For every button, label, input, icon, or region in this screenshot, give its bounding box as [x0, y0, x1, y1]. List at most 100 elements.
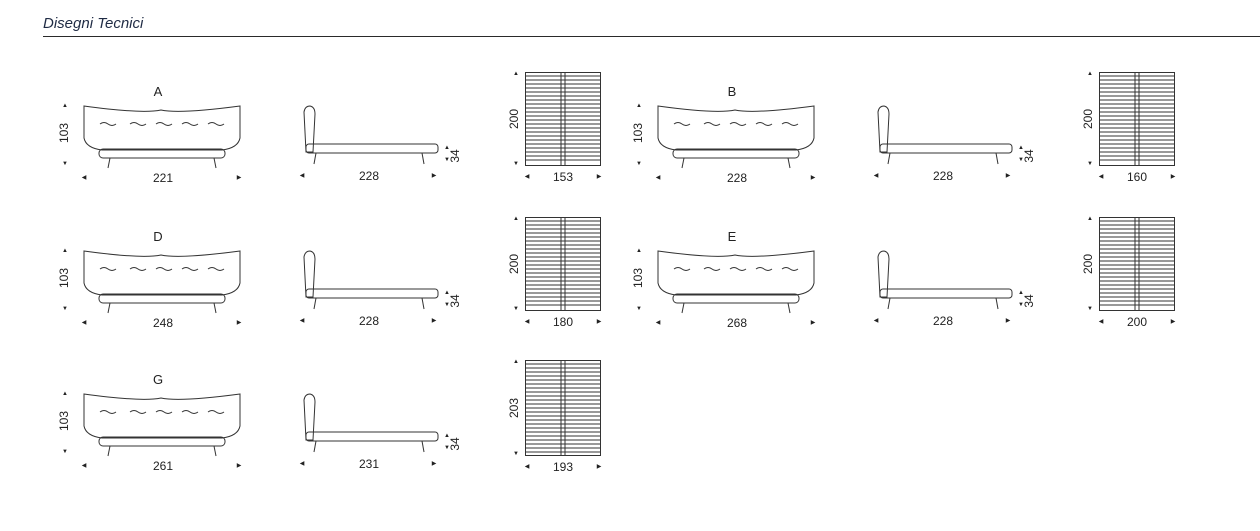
dimension-arrow-icon: ◀	[873, 173, 879, 179]
bed-side-view	[303, 393, 439, 453]
dimension-arrow-icon: ▶	[596, 174, 602, 180]
dimension-arrow-icon: ▶	[810, 320, 816, 326]
slat-height-label: 200	[507, 253, 521, 275]
dimension-arrow-icon: ◀	[1098, 174, 1104, 180]
slat-height-label: 200	[507, 108, 521, 130]
slat-base-plan	[525, 360, 601, 456]
dimension-arrow-icon: ▼	[513, 306, 519, 312]
dimension-arrow-icon: ▶	[1005, 318, 1011, 324]
dimension-arrow-icon: ▶	[431, 461, 437, 467]
dimension-arrow-icon: ▶	[236, 463, 242, 469]
front-height-label: 103	[57, 122, 71, 144]
front-height-label: 103	[57, 410, 71, 432]
dimension-arrow-icon: ▲	[62, 103, 68, 109]
dimension-arrow-icon: ◀	[299, 318, 305, 324]
side-length-label: 228	[932, 169, 954, 183]
slat-base-plan	[1099, 217, 1175, 311]
dimension-arrow-icon: ▲	[636, 103, 642, 109]
dimension-arrow-icon: ▲	[1087, 71, 1093, 77]
bed-front-view	[83, 105, 241, 169]
slat-width-label: 153	[552, 170, 574, 184]
slat-base-plan	[1099, 72, 1175, 166]
dimension-arrow-icon: ▲	[62, 391, 68, 397]
dimension-arrow-icon: ▶	[1170, 174, 1176, 180]
dimension-arrow-icon: ▶	[810, 175, 816, 181]
dimension-arrow-icon: ▲	[444, 433, 450, 439]
front-height-label: 103	[631, 267, 645, 289]
dimension-arrow-icon: ◀	[655, 320, 661, 326]
dimension-arrow-icon: ▲	[513, 216, 519, 222]
dimension-arrow-icon: ▼	[636, 161, 642, 167]
dimension-arrow-icon: ▶	[1170, 319, 1176, 325]
dimension-arrow-icon: ▼	[62, 449, 68, 455]
model-letter: A	[153, 84, 163, 99]
slat-width-label: 180	[552, 315, 574, 329]
dimension-arrow-icon: ▼	[62, 306, 68, 312]
side-length-label: 228	[358, 169, 380, 183]
bed-side-view	[303, 105, 439, 165]
front-width-label: 268	[726, 316, 748, 330]
front-width-label: 261	[152, 459, 174, 473]
dimension-arrow-icon: ◀	[299, 173, 305, 179]
side-length-label: 231	[358, 457, 380, 471]
front-width-label: 228	[726, 171, 748, 185]
dimension-arrow-icon: ▲	[636, 248, 642, 254]
bed-front-view	[657, 250, 815, 314]
dimension-arrow-icon: ◀	[299, 461, 305, 467]
dimension-arrow-icon: ▼	[513, 161, 519, 167]
dimension-arrow-icon: ▲	[513, 359, 519, 365]
dimension-arrow-icon: ▲	[444, 290, 450, 296]
side-height-label: 34	[1022, 294, 1036, 308]
dimension-arrow-icon: ▼	[444, 445, 450, 451]
dimension-arrow-icon: ▶	[236, 320, 242, 326]
bed-front-view	[83, 393, 241, 457]
dimension-arrow-icon: ▼	[513, 451, 519, 457]
dimension-arrow-icon: ▼	[444, 302, 450, 308]
dimension-arrow-icon: ◀	[873, 318, 879, 324]
front-height-label: 103	[57, 267, 71, 289]
dimension-arrow-icon: ◀	[81, 463, 87, 469]
dimension-arrow-icon: ▼	[1018, 157, 1024, 163]
slat-height-label: 200	[1081, 253, 1095, 275]
page-title: Disegni Tecnici	[43, 15, 144, 32]
slat-width-label: 200	[1126, 315, 1148, 329]
dimension-arrow-icon: ▶	[1005, 173, 1011, 179]
dimension-arrow-icon: ▼	[636, 306, 642, 312]
slat-height-label: 203	[507, 397, 521, 419]
dimension-arrow-icon: ▶	[236, 175, 242, 181]
dimension-arrow-icon: ▼	[1087, 161, 1093, 167]
side-height-label: 34	[448, 294, 462, 308]
dimension-arrow-icon: ▲	[1087, 216, 1093, 222]
model-letter: D	[153, 229, 163, 244]
side-length-label: 228	[358, 314, 380, 328]
slat-height-label: 200	[1081, 108, 1095, 130]
dimension-arrow-icon: ▶	[431, 173, 437, 179]
dimension-arrow-icon: ▼	[1087, 306, 1093, 312]
dimension-arrow-icon: ◀	[524, 174, 530, 180]
bed-side-view	[877, 250, 1013, 310]
dimension-arrow-icon: ◀	[524, 464, 530, 470]
dimension-arrow-icon: ◀	[1098, 319, 1104, 325]
side-height-label: 34	[1022, 149, 1036, 163]
dimension-arrow-icon: ▲	[1018, 145, 1024, 151]
dimension-arrow-icon: ◀	[81, 320, 87, 326]
model-letter: E	[727, 229, 737, 244]
bed-front-view	[83, 250, 241, 314]
front-height-label: 103	[631, 122, 645, 144]
dimension-arrow-icon: ▲	[513, 71, 519, 77]
dimension-arrow-icon: ▼	[1018, 302, 1024, 308]
model-letter: G	[152, 372, 164, 387]
front-width-label: 248	[152, 316, 174, 330]
bed-front-view	[657, 105, 815, 169]
slat-base-plan	[525, 217, 601, 311]
bed-side-view	[303, 250, 439, 310]
bed-side-view	[877, 105, 1013, 165]
side-height-label: 34	[448, 149, 462, 163]
dimension-arrow-icon: ▶	[596, 464, 602, 470]
dimension-arrow-icon: ▲	[1018, 290, 1024, 296]
slat-width-label: 193	[552, 460, 574, 474]
dimension-arrow-icon: ◀	[655, 175, 661, 181]
side-length-label: 228	[932, 314, 954, 328]
dimension-arrow-icon: ▼	[62, 161, 68, 167]
dimension-arrow-icon: ▼	[444, 157, 450, 163]
